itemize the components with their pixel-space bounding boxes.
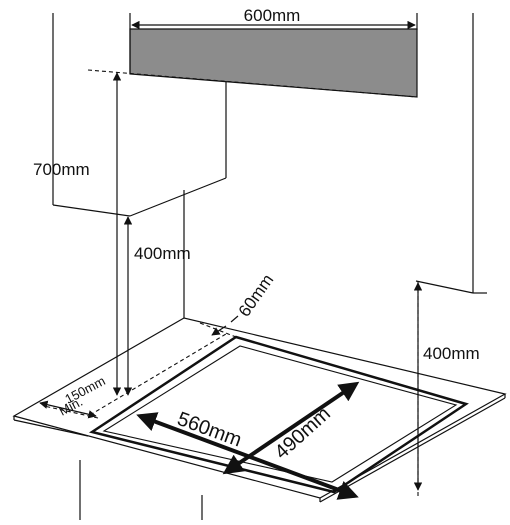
dimension-600mm <box>129 13 418 74</box>
wall-cabinet-clearance-label: 400mm <box>134 244 191 263</box>
dimension-60mm <box>211 315 239 336</box>
cutout-width-label: 560mm <box>174 408 244 451</box>
rear-clearance-label: 60mm <box>235 271 278 321</box>
hood-width-label: 600mm <box>244 6 301 25</box>
side-clearance-label: 400mm <box>423 344 480 363</box>
dimension-150mm <box>39 400 97 419</box>
right-wall-cabinet <box>415 13 487 294</box>
cooker-hood <box>129 28 418 98</box>
hood-height-label: 700mm <box>33 160 90 179</box>
dimension-490mm <box>222 381 360 475</box>
